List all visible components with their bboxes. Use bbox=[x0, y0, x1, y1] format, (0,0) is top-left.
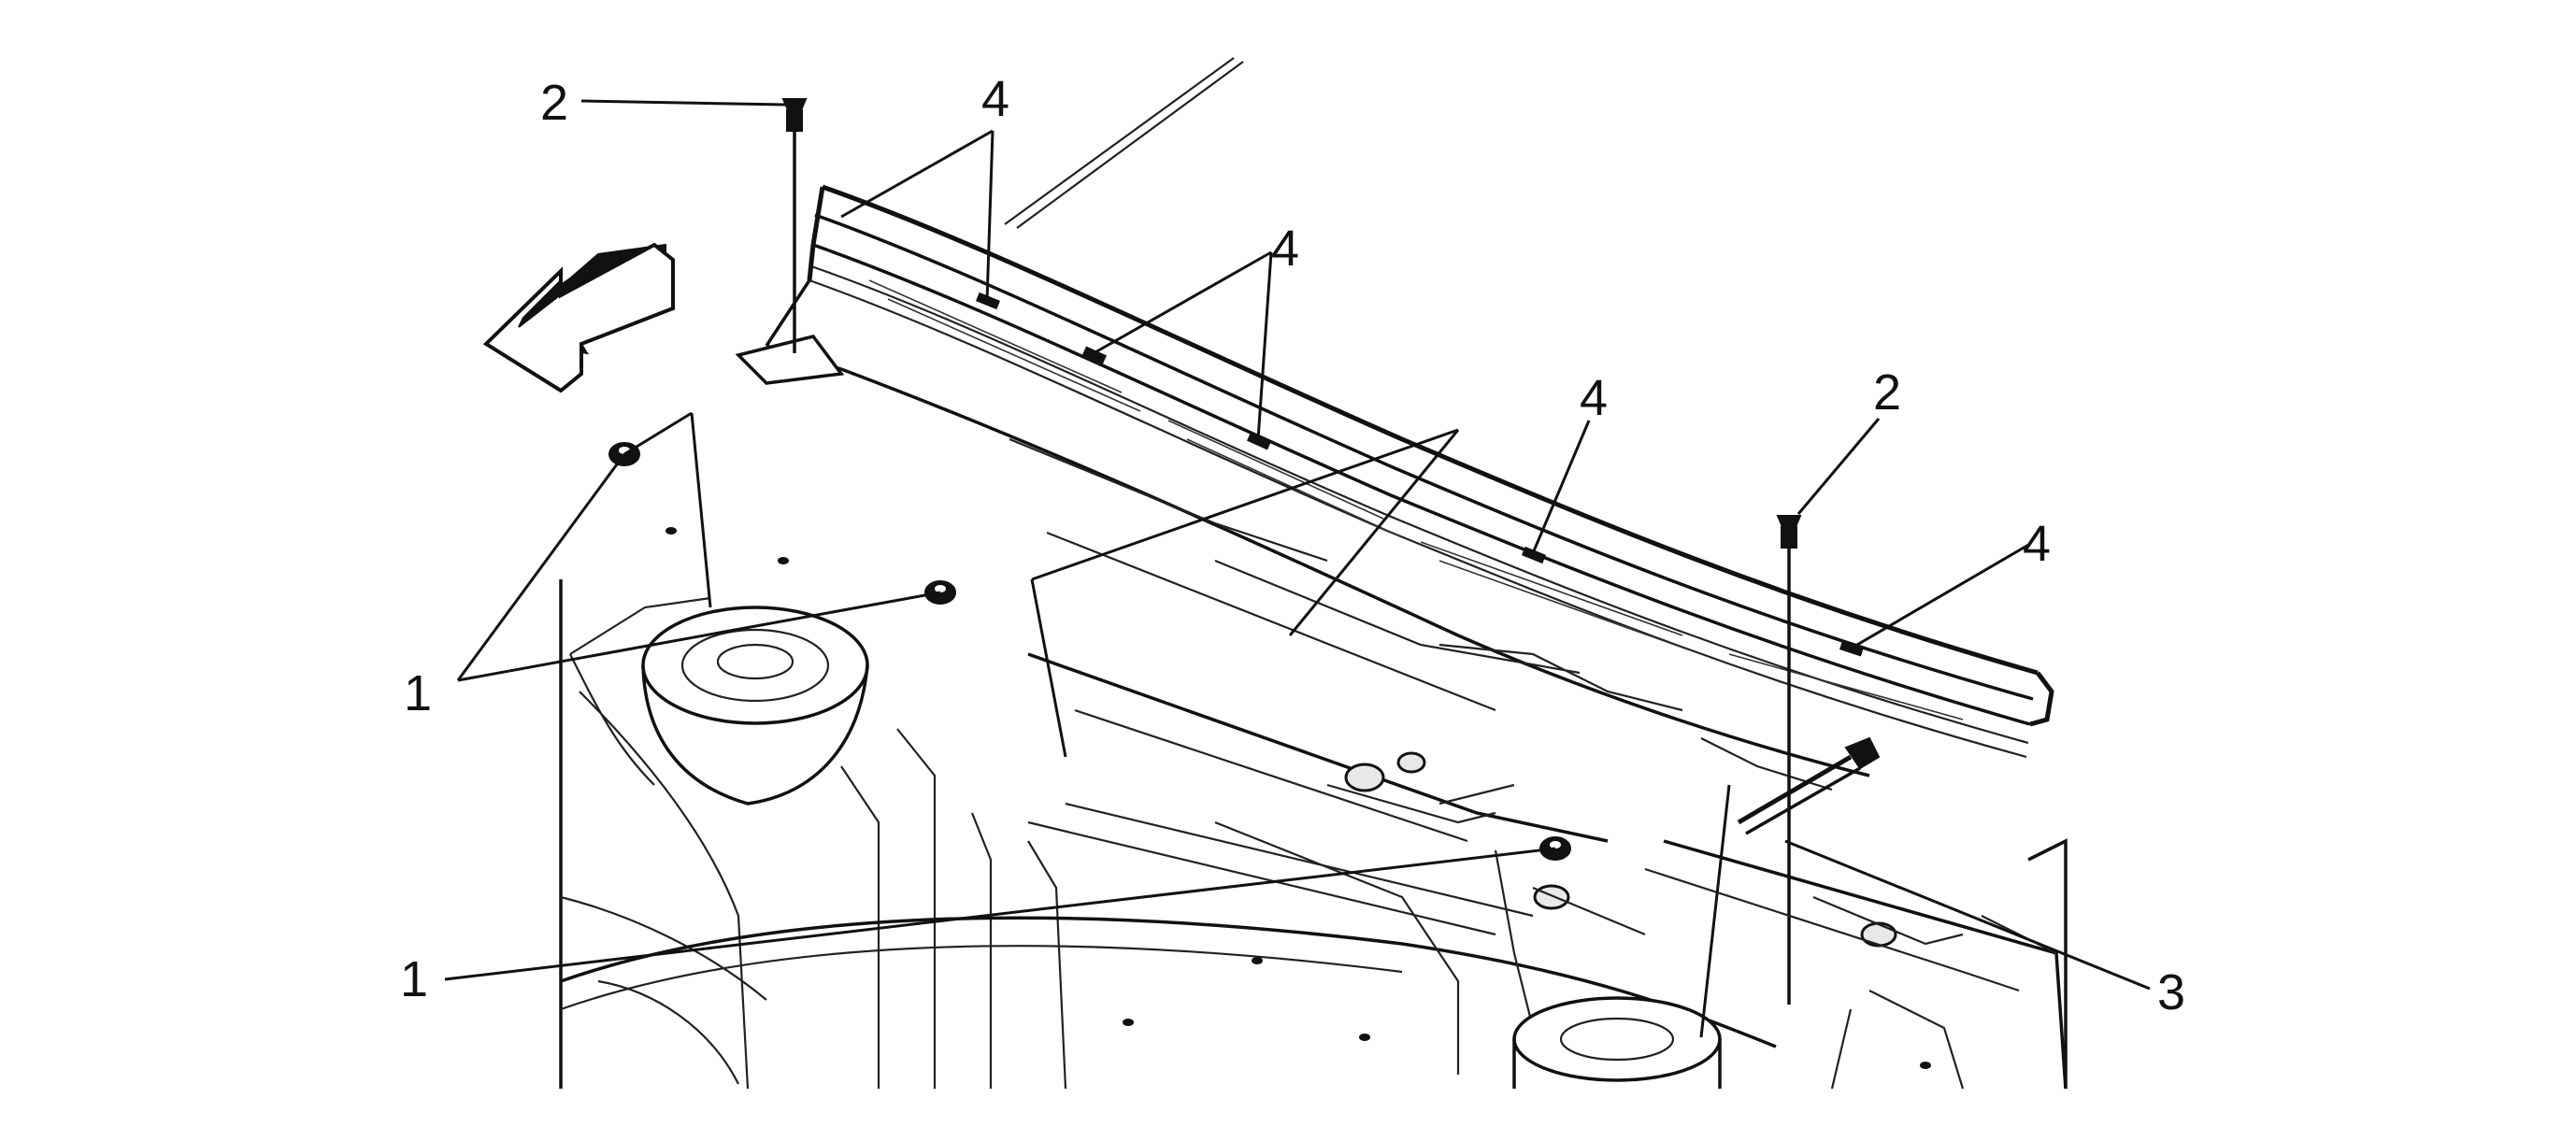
windshield-edge-lines bbox=[1004, 57, 1244, 229]
callout-2-right: 2 bbox=[1873, 364, 1901, 421]
air-inlet-grille-panel bbox=[735, 184, 2054, 835]
callout-4-top: 4 bbox=[981, 71, 1009, 127]
callout-1-upper: 1 bbox=[404, 665, 432, 721]
callout-4-mid-upper: 4 bbox=[1271, 221, 1299, 277]
callout-3: 3 bbox=[2157, 964, 2185, 1020]
callout-labels: 1 1 2 2 3 4 4 4 4 bbox=[400, 71, 2185, 1020]
front-direction-arrow-icon bbox=[482, 242, 675, 393]
callout-4-right: 4 bbox=[2023, 516, 2051, 572]
leader-lines bbox=[444, 99, 2151, 1038]
nut-right bbox=[1539, 836, 1571, 861]
wiper-transmission-left bbox=[1326, 751, 1515, 824]
push-pin-fastener-left bbox=[781, 98, 808, 353]
wiper-transmission-right bbox=[1532, 884, 1964, 948]
push-pin-fastener-right bbox=[1776, 515, 1802, 1005]
callout-4-center: 4 bbox=[1580, 370, 1608, 426]
grille-slots bbox=[868, 279, 1964, 720]
callout-2-left: 2 bbox=[540, 75, 568, 131]
callout-1-lower: 1 bbox=[400, 951, 428, 1007]
